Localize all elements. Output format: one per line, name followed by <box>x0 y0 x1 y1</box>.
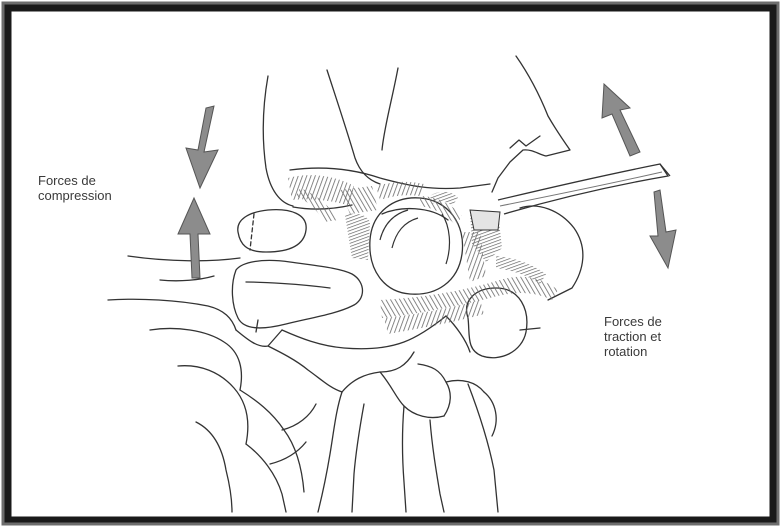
bone-metacarpal-2 <box>403 406 407 512</box>
arrow-down-left <box>186 106 218 188</box>
bone-pisiform <box>238 210 306 252</box>
frame-border <box>8 8 773 520</box>
bone-upper-left <box>263 76 293 206</box>
bone-upper-mid <box>327 70 380 184</box>
arrow-down-right <box>650 190 676 268</box>
arrow-up-right <box>602 84 640 156</box>
bone-scaphoid <box>232 260 362 328</box>
traction-label-line2: traction et <box>604 329 662 344</box>
bone-lower-left-1 <box>108 299 236 330</box>
traction-label: Forces de traction et rotation <box>604 314 662 359</box>
arrow-up-left <box>178 198 210 278</box>
traction-label-line3: rotation <box>604 344 662 359</box>
bone-metacarpal-3 <box>468 384 498 512</box>
compression-label-line2: compression <box>38 188 112 203</box>
bone-metacarpal-1 <box>318 392 342 512</box>
compression-label-line1: Forces de <box>38 173 112 188</box>
compression-arrows-icon <box>178 106 218 278</box>
compression-label: Forces de compression <box>38 173 112 203</box>
bone-upper-right <box>492 56 570 192</box>
traction-label-line1: Forces de <box>604 314 662 329</box>
